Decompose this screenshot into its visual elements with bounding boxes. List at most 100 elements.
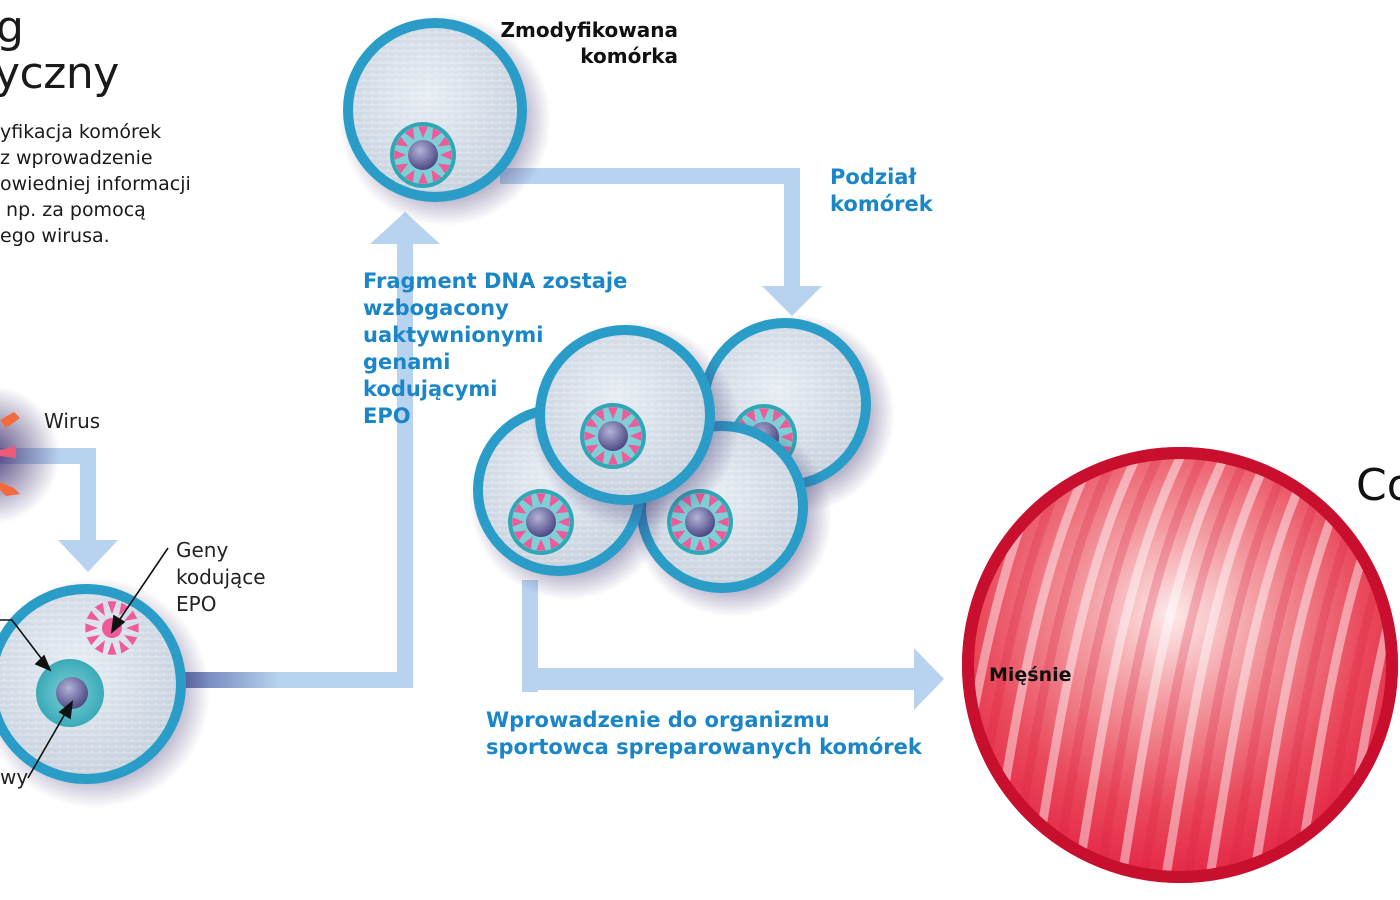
gene-petal [778, 418, 792, 429]
gene-petal [695, 539, 705, 551]
gene-petal [555, 503, 569, 514]
description-line-5: ego wirusa. [0, 225, 110, 247]
gene-petal [404, 169, 415, 183]
genes-label-line-1: Geny [176, 538, 229, 562]
gene-petal [124, 610, 138, 621]
description-line-3: owiedniej informacji [0, 173, 191, 195]
partial-left-label: wy [0, 765, 29, 789]
nucleus [390, 122, 456, 188]
gene-petal [522, 494, 533, 508]
gene-petal [621, 408, 632, 422]
gene-petal [585, 444, 599, 455]
nucleus [508, 489, 574, 555]
gene-petal [708, 536, 719, 550]
virus-icon [0, 385, 60, 525]
gene-petal [608, 407, 618, 419]
modified-cell [339, 14, 551, 226]
gene-petal [627, 444, 641, 455]
gene-petal [431, 127, 442, 141]
gene-petal [708, 494, 719, 508]
introduction-label-line-1: Wprowadzenie do organizmu [486, 708, 830, 732]
divided-cells [469, 314, 895, 617]
gene-petal [549, 494, 560, 508]
epo-genes-icon [85, 601, 139, 655]
gene-petal [536, 493, 546, 505]
gene-petal [85, 623, 98, 633]
muscle-fibre [1047, 453, 1176, 877]
gene-petal [437, 163, 451, 174]
nucleus [580, 403, 646, 469]
gene-petal [404, 127, 415, 141]
gene-petal [745, 409, 756, 423]
gene-petal [555, 530, 569, 541]
muscle-fibre [1091, 453, 1220, 877]
gene-petal [584, 431, 596, 441]
nucleolus [526, 507, 556, 537]
gene-petal [594, 408, 605, 422]
nucleolus [408, 140, 438, 170]
introduction-label-line-2: sportowca spreparowanych komórek [486, 735, 922, 759]
muscle-fibre [1135, 453, 1264, 877]
muscle-fibre [1179, 453, 1308, 877]
gene-petal [522, 536, 533, 550]
gene-petal [86, 635, 100, 646]
dna-fragment-label-line-4: genami [363, 350, 451, 374]
dna-fragment-label-line-6: EPO [363, 404, 411, 428]
gene-petal [86, 610, 100, 621]
muscle-fibre [1113, 453, 1242, 877]
gene-petal [627, 417, 641, 428]
title-line-1: g [0, 2, 24, 53]
gene-petal [440, 150, 452, 160]
description-line-4: np. za pomocą [0, 199, 146, 221]
gene-petal [124, 635, 138, 646]
dna-fragment-label-line-1: Fragment DNA zostaje [363, 269, 628, 293]
gene-petal [630, 431, 642, 441]
nucleolus [598, 421, 628, 451]
muscle-fibre [1157, 453, 1286, 877]
title-line-2: yczny [0, 48, 119, 99]
gene-petal [418, 126, 428, 138]
gene-petal [536, 539, 546, 551]
gene-petal [394, 150, 406, 160]
gene-petal [126, 623, 139, 633]
dna-fragment-label-line-5: kodującymi [363, 377, 498, 401]
original-cell [0, 578, 210, 808]
gene-petal [594, 450, 605, 464]
gene-petal [714, 530, 728, 541]
gene-petal [558, 517, 570, 527]
gene-petal [437, 136, 451, 147]
gene-petal [772, 409, 783, 423]
gene-petal [119, 640, 130, 654]
gene-petal [94, 640, 105, 654]
gene-petal [395, 136, 409, 147]
cell-division-label-line-2: komórek [830, 192, 933, 216]
gene-petal [395, 163, 409, 174]
modified-cell-label-line-1: Zmodyfikowana [500, 18, 678, 42]
gene-petal [681, 536, 692, 550]
gene-petal [714, 503, 728, 514]
gene-petal [107, 642, 117, 655]
muscles-label: Mięśnie [989, 664, 1072, 686]
description-line-2: z wprowadzenie [0, 147, 153, 169]
gene-petal [431, 169, 442, 183]
virus-label: Wirus [44, 409, 101, 433]
description-line-1: yfikacja komórek [0, 121, 162, 143]
modified-cell-label-line-2: komórka [580, 44, 678, 68]
arrow-modified-to-division [500, 168, 822, 316]
gene-petal [717, 517, 729, 527]
genes-label-line-2: kodujące [176, 565, 266, 589]
gene-petal [107, 601, 117, 614]
gene-petal [119, 602, 130, 616]
gene-petal [418, 172, 428, 184]
gene-petal [621, 450, 632, 464]
gene-petal [512, 517, 524, 527]
gene-petal [608, 453, 618, 465]
gene-petal [94, 602, 105, 616]
nucleolus [685, 507, 715, 537]
partial-right-label: Co [1356, 460, 1400, 511]
gene-petal [513, 530, 527, 541]
gene-petal [759, 408, 769, 420]
genes-label-line-3: EPO [176, 592, 217, 616]
